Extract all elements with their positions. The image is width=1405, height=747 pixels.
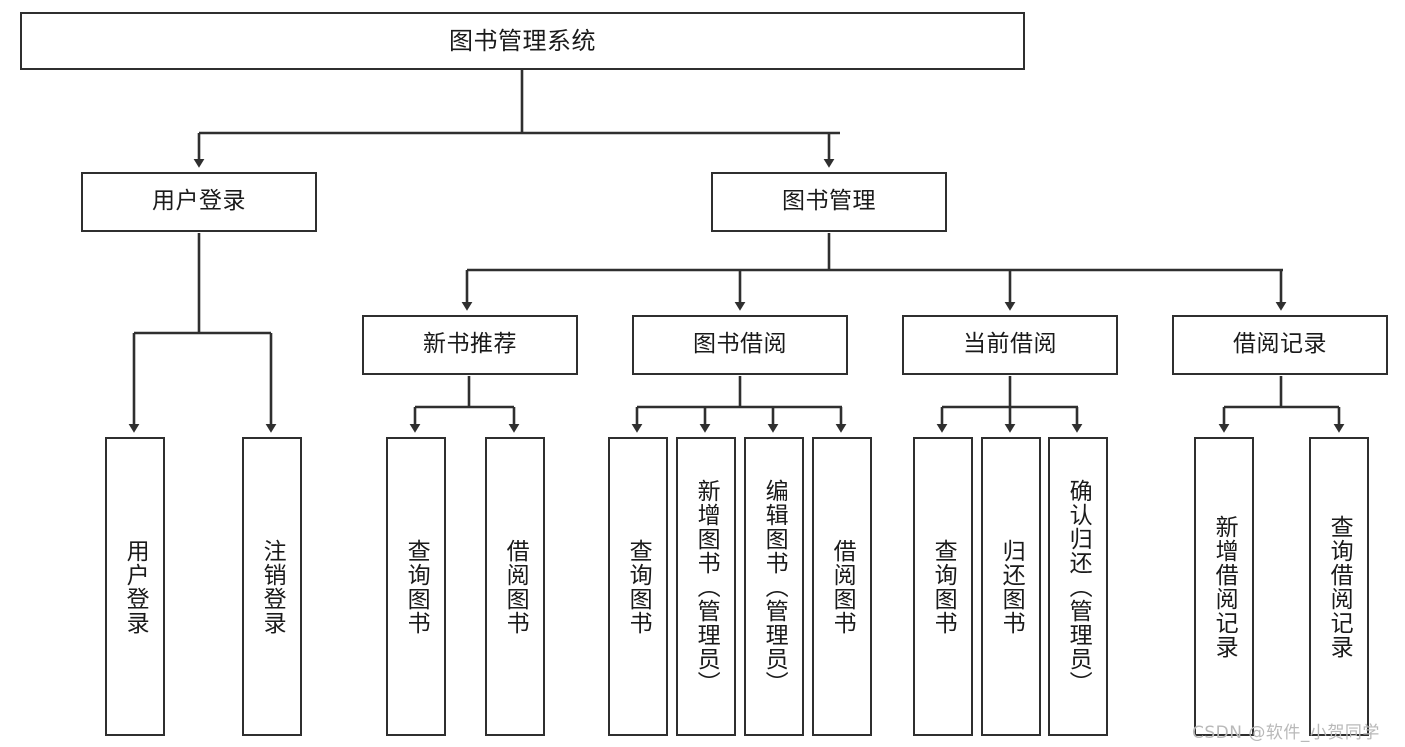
leaf-new-book-query[interactable]: 查询图书 bbox=[386, 437, 446, 736]
node-label: 查询图书 bbox=[403, 538, 430, 635]
node-label: 新书推荐 bbox=[423, 331, 517, 358]
node-label: 新增图书（管理员） bbox=[693, 478, 720, 695]
node-label: 查询图书 bbox=[625, 538, 652, 635]
node-label: 编辑图书（管理员） bbox=[761, 478, 788, 695]
node-label: 注销登录 bbox=[259, 538, 286, 635]
csdn-watermark: CSDN @软件_小贺同学 bbox=[1192, 723, 1380, 743]
leaf-book-borrow-add[interactable]: 新增图书（管理员） bbox=[676, 437, 736, 736]
node-new-book-recommendation[interactable]: 新书推荐 bbox=[362, 315, 578, 375]
leaf-current-borrow-query[interactable]: 查询图书 bbox=[913, 437, 973, 736]
node-book-management[interactable]: 图书管理 bbox=[711, 172, 947, 232]
node-root-book-management-system[interactable]: 图书管理系统 bbox=[20, 12, 1025, 70]
node-label: 用户登录 bbox=[152, 188, 246, 215]
leaf-book-borrow-query[interactable]: 查询图书 bbox=[608, 437, 668, 736]
leaf-borrow-record-query[interactable]: 查询借阅记录 bbox=[1309, 437, 1369, 736]
leaf-borrow-record-add[interactable]: 新增借阅记录 bbox=[1194, 437, 1254, 736]
node-label: 图书借阅 bbox=[693, 331, 787, 358]
node-label: 借阅记录 bbox=[1233, 331, 1327, 358]
node-label: 借阅图书 bbox=[829, 538, 856, 635]
node-label: 查询图书 bbox=[930, 538, 957, 635]
leaf-new-book-borrow[interactable]: 借阅图书 bbox=[485, 437, 545, 736]
node-label: 新增借阅记录 bbox=[1211, 514, 1238, 659]
node-label: 借阅图书 bbox=[502, 538, 529, 635]
leaf-book-borrow-edit[interactable]: 编辑图书（管理员） bbox=[744, 437, 804, 736]
node-label: 用户登录 bbox=[122, 538, 149, 635]
node-current-borrowing[interactable]: 当前借阅 bbox=[902, 315, 1118, 375]
node-label: 图书管理 bbox=[782, 188, 876, 215]
node-label: 查询借阅记录 bbox=[1326, 514, 1353, 659]
leaf-user-login-logout[interactable]: 注销登录 bbox=[242, 437, 302, 736]
leaf-current-borrow-confirm-return[interactable]: 确认归还（管理员） bbox=[1048, 437, 1108, 736]
leaf-user-login-login[interactable]: 用户登录 bbox=[105, 437, 165, 736]
node-label: 当前借阅 bbox=[963, 331, 1057, 358]
leaf-current-borrow-return[interactable]: 归还图书 bbox=[981, 437, 1041, 736]
node-book-borrowing[interactable]: 图书借阅 bbox=[632, 315, 848, 375]
leaf-book-borrow-borrow[interactable]: 借阅图书 bbox=[812, 437, 872, 736]
node-label: 归还图书 bbox=[998, 538, 1025, 635]
node-label: 确认归还（管理员） bbox=[1065, 478, 1092, 695]
node-user-login[interactable]: 用户登录 bbox=[81, 172, 317, 232]
node-borrow-records[interactable]: 借阅记录 bbox=[1172, 315, 1388, 375]
node-label: 图书管理系统 bbox=[449, 26, 596, 55]
